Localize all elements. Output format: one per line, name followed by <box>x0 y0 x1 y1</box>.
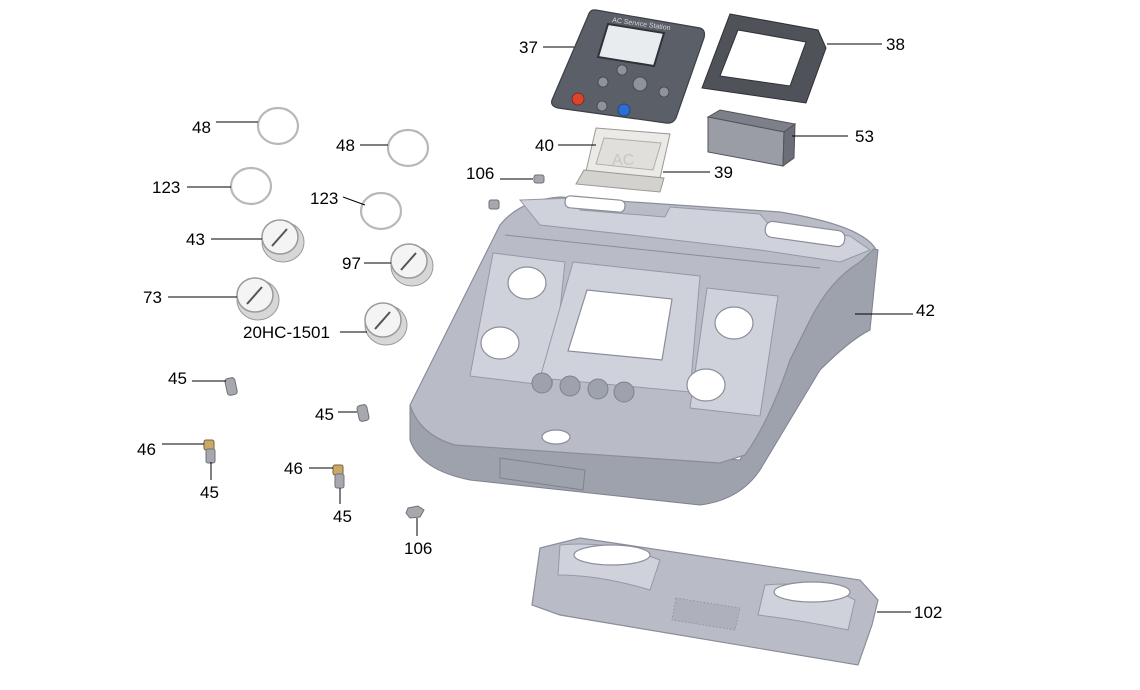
callout-46-b: 46 <box>284 459 303 478</box>
ring-part-123-right <box>359 191 403 231</box>
callout-48-right: 48 <box>336 136 355 155</box>
callout-46-a: 46 <box>137 440 156 459</box>
box-part-53 <box>706 109 797 168</box>
cover-ac-text: AC <box>612 152 634 169</box>
callout-37: 37 <box>519 38 538 57</box>
bottom-tray-part-102 <box>531 537 879 666</box>
display-cover-part-40: AC <box>585 127 671 179</box>
callout-73: 73 <box>143 288 162 307</box>
leader-lines <box>162 43 913 613</box>
callout-45-b: 45 <box>315 405 334 424</box>
callout-20hc-1501: 20HC-1501 <box>243 323 330 342</box>
gauge-part-97 <box>390 243 434 287</box>
callout-123-left: 123 <box>152 178 181 197</box>
callout-43: 43 <box>186 230 205 249</box>
callout-39: 39 <box>714 163 733 182</box>
gauge-part-43 <box>261 219 305 263</box>
callout-40: 40 <box>535 136 554 155</box>
callout-45-c: 45 <box>200 483 219 502</box>
callout-48-left: 48 <box>192 118 211 137</box>
callout-45-d: 45 <box>333 507 352 526</box>
fitting-part-45-a <box>224 377 238 396</box>
callout-106-lower: 106 <box>404 539 433 558</box>
callout-102: 102 <box>914 603 943 622</box>
nut-part-106-upper-b <box>488 199 500 210</box>
callout-53: 53 <box>855 127 874 146</box>
callout-97: 97 <box>342 254 361 273</box>
nut-part-106-lower <box>405 505 425 519</box>
callout-123-right: 123 <box>310 189 339 208</box>
callout-42: 42 <box>916 301 935 320</box>
main-housing-part-42 <box>409 195 879 506</box>
fitting-part-46-a <box>203 439 216 464</box>
ring-part-48-left <box>256 106 300 146</box>
callout-38: 38 <box>886 35 905 54</box>
fitting-part-45-b <box>356 404 370 422</box>
gasket-part-38 <box>701 13 827 104</box>
plate-part-39 <box>575 169 665 193</box>
fitting-part-46-b <box>332 464 345 489</box>
ring-part-123-left <box>229 166 273 206</box>
ring-part-48-right <box>386 128 430 168</box>
callout-106-upper: 106 <box>466 164 495 183</box>
keypad-part-37: AC Service Station <box>551 9 706 124</box>
gauge-part-73 <box>236 277 280 321</box>
nut-part-106-upper-a <box>533 174 545 184</box>
callout-45-a: 45 <box>168 369 187 388</box>
gauge-part-20hc-1501 <box>364 302 408 346</box>
